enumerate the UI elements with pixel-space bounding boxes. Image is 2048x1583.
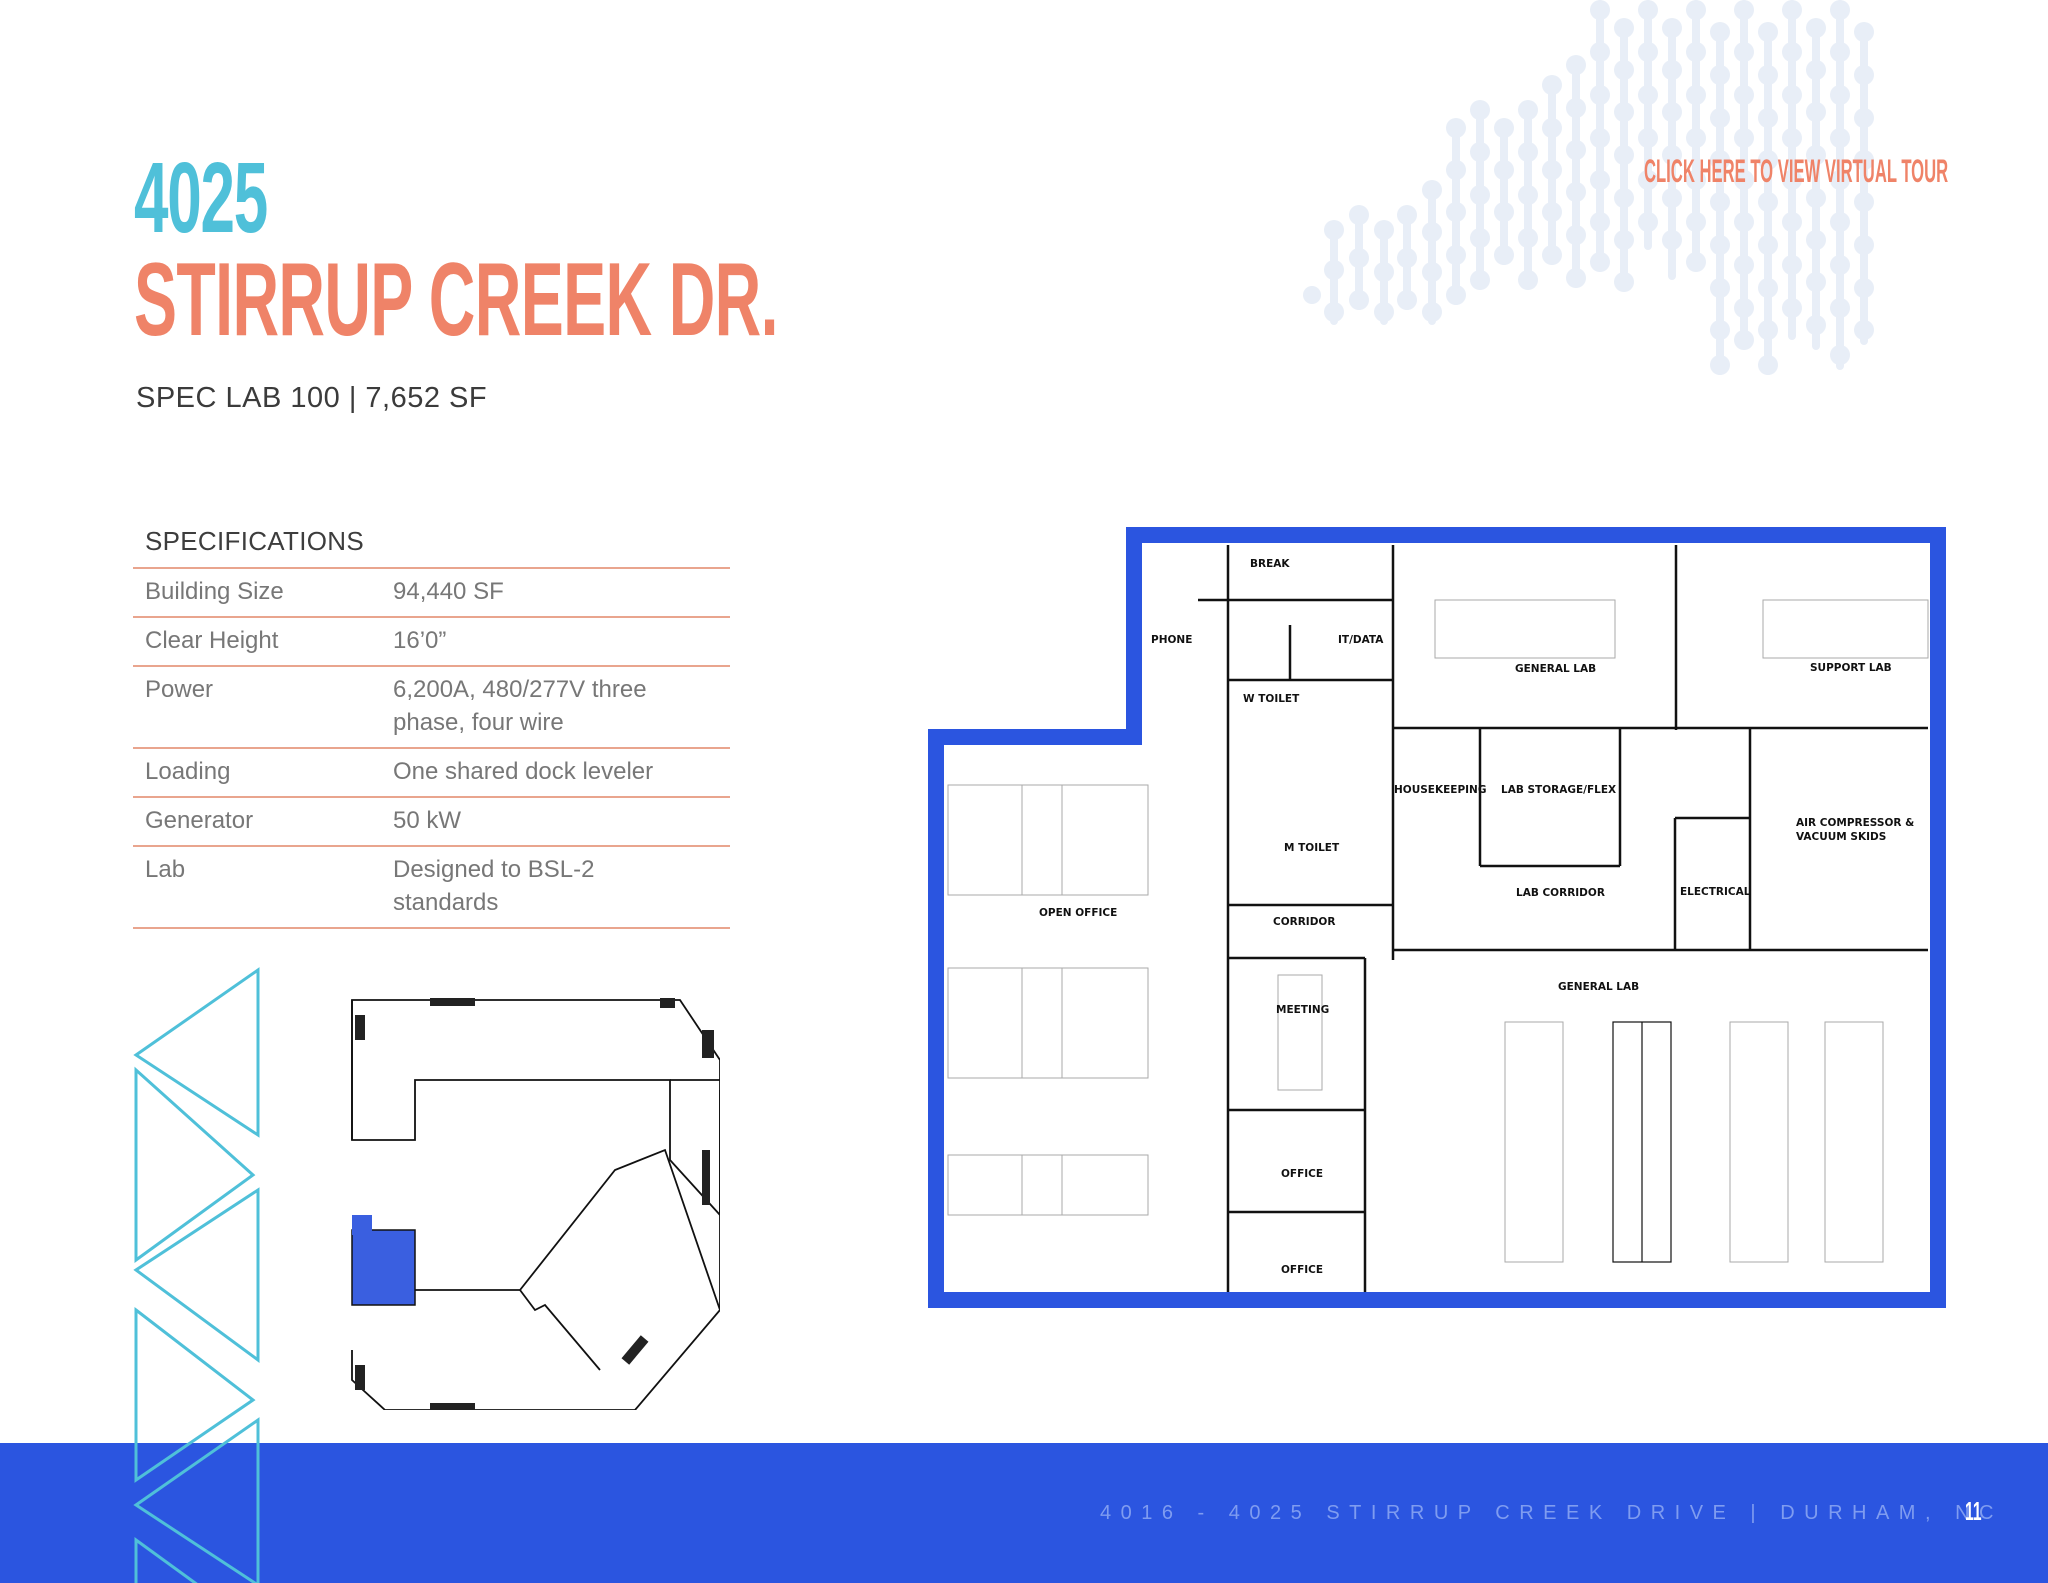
spec-label: Power [145, 676, 214, 703]
room-label-vacuum-skids: VACUUM SKIDS [1796, 831, 1886, 843]
spec-row: Building Size 94,440 SF [133, 567, 730, 616]
room-label-m-toilet: M TOILET [1284, 842, 1340, 854]
fume-hoods [1612, 1021, 1672, 1263]
room-label-electrical: ELECTRICAL [1680, 886, 1751, 898]
room-label-support-lab: SUPPORT LAB [1810, 662, 1892, 674]
room-label-office-1: OFFICE [1281, 1168, 1323, 1180]
spec-row: Clear Height 16’0” [133, 616, 730, 665]
footer-band [0, 1443, 2048, 1583]
spec-value: 94,440 SF [393, 578, 504, 605]
spec-value: Designed to BSL-2 standards [393, 856, 595, 916]
spec-row: Lab Designed to BSL-2 standards [133, 845, 730, 929]
spec-label: Generator [145, 807, 254, 834]
spec-value: 50 kW [393, 807, 462, 834]
suite-boundary [928, 527, 1946, 1308]
highlighted-suite [351, 1229, 416, 1306]
room-label-general-lab-top: GENERAL LAB [1515, 663, 1596, 675]
triangles-decoration [133, 967, 260, 1583]
spec-row: Power 6,200A, 480/277V three phase, four… [133, 665, 730, 747]
room-label-open-office: OPEN OFFICE [1039, 907, 1117, 919]
room-label-w-toilet: W TOILET [1243, 693, 1300, 705]
floor-plan: BREAK PHONE IT/DATA GENERAL LAB SUPPORT … [928, 527, 1946, 1308]
specifications-table: SPECIFICATIONS Building Size 94,440 SF C… [133, 520, 730, 929]
title-building-number: 4025 [134, 142, 268, 254]
room-label-lab-corridor: LAB CORRIDOR [1516, 887, 1605, 899]
title-street-name: STIRRUP CREEK DR. [134, 242, 779, 358]
suite-subtitle: SPEC LAB 100 | 7,652 SF [136, 382, 488, 414]
room-label-phone: PHONE [1151, 634, 1192, 646]
room-label-housekeeping: HOUSEKEEPING [1394, 784, 1486, 796]
room-label-it-data: IT/DATA [1338, 634, 1384, 646]
spec-label: Building Size [145, 578, 284, 605]
dotted-wave-decoration [1303, 0, 1874, 375]
room-labels: BREAK PHONE IT/DATA GENERAL LAB SUPPORT … [1039, 558, 1914, 1276]
specifications-heading: SPECIFICATIONS [145, 526, 364, 556]
room-label-meeting: MEETING [1276, 1004, 1329, 1016]
spec-value: 6,200A, 480/277V three phase, four wire [393, 676, 647, 736]
room-label-break: BREAK [1250, 558, 1290, 570]
spec-label: Lab [145, 856, 186, 883]
room-label-office-2: OFFICE [1281, 1264, 1323, 1276]
room-label-general-lab-bottom: GENERAL LAB [1558, 981, 1639, 993]
interior-walls [1198, 545, 1928, 1292]
dot-column [1303, 0, 1874, 375]
footer-address: 4016 - 4025 STIRRUP CREEK DRIVE | DURHAM… [1100, 1502, 2003, 1524]
virtual-tour-link[interactable]: CLICK HERE TO VIEW VIRTUAL TOUR [1644, 153, 1949, 189]
page-number: 11 [1965, 1496, 1982, 1526]
spec-label: Clear Height [145, 627, 279, 654]
furniture [947, 599, 1929, 1263]
building-key-plan [351, 998, 720, 1410]
spec-value: One shared dock leveler [393, 758, 654, 785]
room-label-lab-storage: LAB STORAGE/FLEX [1501, 784, 1616, 796]
spec-value: 16’0” [393, 627, 447, 654]
room-label-air-compressor: AIR COMPRESSOR & [1796, 817, 1914, 829]
room-label-corridor: CORRIDOR [1273, 916, 1335, 928]
spec-row: Loading One shared dock leveler [133, 747, 730, 796]
spec-row: Generator 50 kW [133, 796, 730, 845]
spec-label: Loading [145, 758, 231, 785]
